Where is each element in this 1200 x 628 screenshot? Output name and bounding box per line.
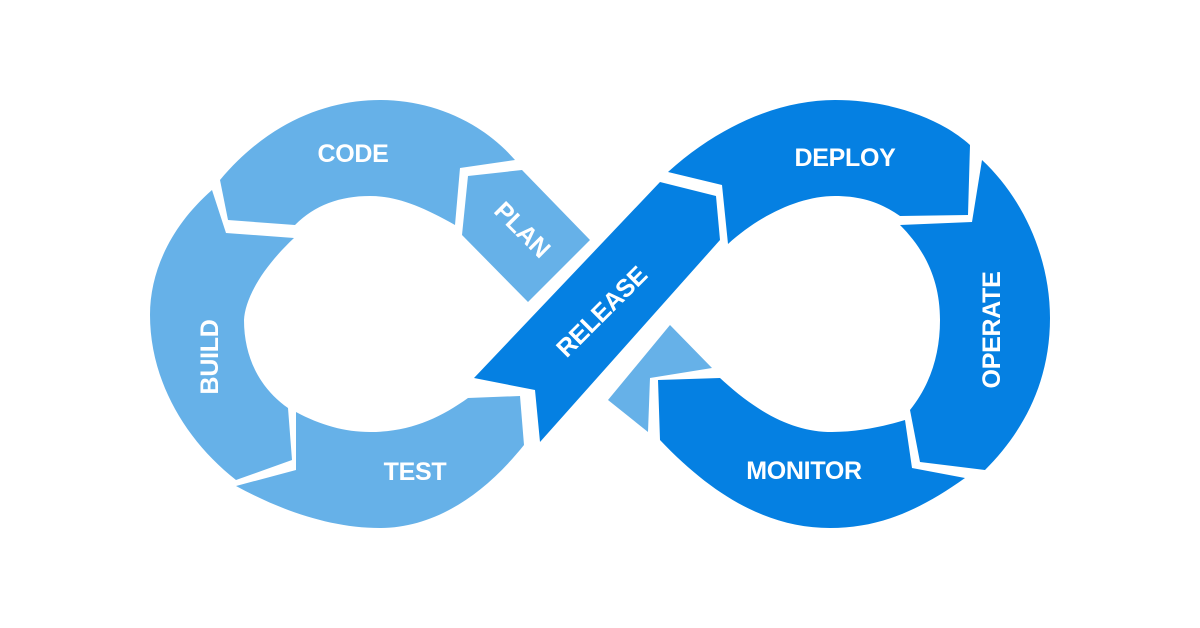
stage-test-segment[interactable] [236, 396, 524, 528]
stage-label-operate: OPERATE [978, 272, 1006, 389]
stage-label-code: CODE [317, 140, 388, 168]
stage-label-test: TEST [384, 458, 447, 486]
stage-label-build: BUILD [196, 320, 224, 395]
stage-operate-segment[interactable] [900, 160, 1050, 470]
stage-deploy-segment[interactable] [668, 100, 970, 244]
stage-plan-segment[interactable] [462, 170, 590, 302]
dev-lobe [150, 100, 712, 528]
stage-label-deploy: DEPLOY [795, 144, 897, 172]
stage-build-segment[interactable] [150, 190, 294, 480]
stage-label-monitor: MONITOR [746, 457, 862, 485]
dev-crossing-fragment [608, 325, 712, 432]
stage-monitor-segment[interactable] [658, 378, 965, 528]
stage-release-segment[interactable] [474, 182, 720, 442]
ops-lobe [474, 100, 1050, 528]
stage-code-segment[interactable] [220, 100, 515, 225]
